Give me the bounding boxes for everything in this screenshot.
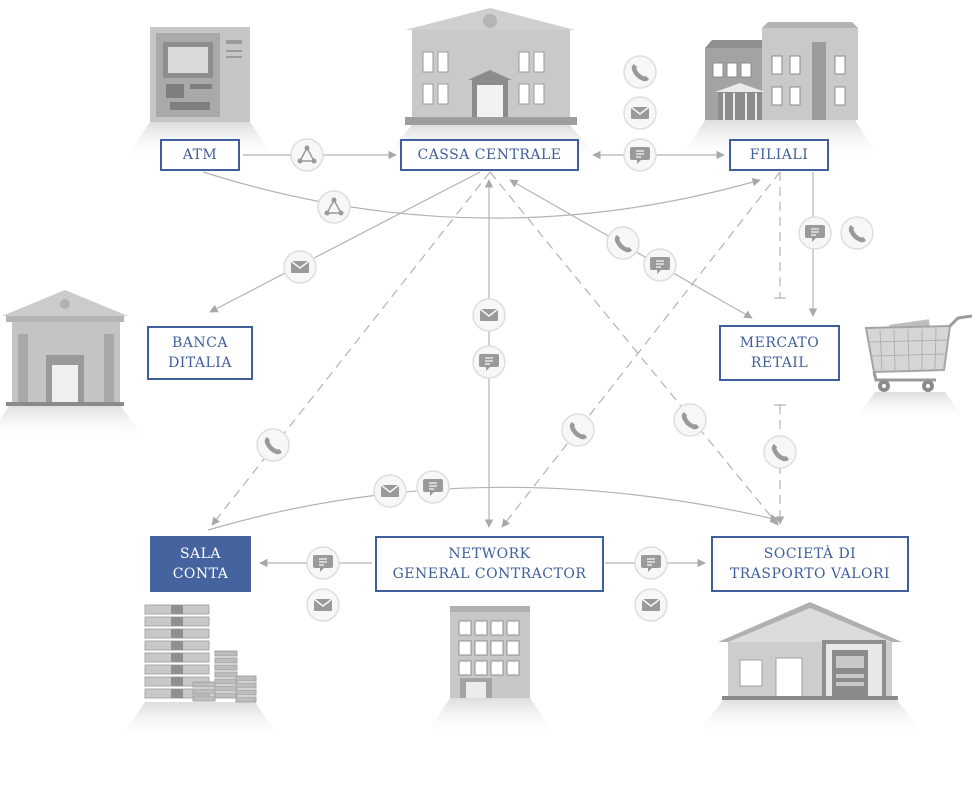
node-filiali: FILIALI <box>729 139 829 171</box>
phone-icon <box>256 428 290 462</box>
node-cassa-centrale: CASSA CENTRALE <box>400 139 579 171</box>
central-bank-illustration <box>382 8 600 160</box>
mail-icon <box>634 588 668 622</box>
node-banca-ditalia-line1: BANCA <box>172 335 228 351</box>
phone-icon <box>763 435 797 469</box>
phone-icon <box>561 413 595 447</box>
node-societa-line2: TRASPORTO VALORI <box>729 566 891 582</box>
chat-icon <box>643 248 677 282</box>
node-network-line1: NETWORK <box>448 546 531 562</box>
money-stacks-illustration <box>120 604 280 740</box>
node-banca-ditalia: BANCA DITALIA <box>147 326 253 380</box>
phone-icon <box>606 226 640 260</box>
node-societa-trasporto-valori: SOCIETÀ DI TRASPORTO VALORI <box>711 536 909 592</box>
node-atm: ATM <box>160 139 240 171</box>
node-network-general-contractor: NETWORK GENERAL CONTRACTOR <box>375 536 604 592</box>
phone-icon <box>623 55 657 89</box>
filiali-to-network-dashed <box>501 171 781 528</box>
dashed-connection-lines <box>211 171 785 528</box>
node-atm-label: ATM <box>182 147 218 163</box>
mail-icon <box>306 588 340 622</box>
chat-icon <box>634 546 668 580</box>
node-sala-conta-line1: SALA <box>179 546 222 562</box>
sala-to-societa-curve <box>207 486 779 531</box>
node-sala-conta-line2: CONTA <box>172 566 229 582</box>
node-cassa-centrale-label: CASSA CENTRALE <box>417 147 562 163</box>
mail-icon <box>472 298 506 332</box>
cassa-to-banca-line <box>209 171 481 313</box>
node-mercato-retail: MERCATO RETAIL <box>719 325 840 381</box>
chat-icon <box>306 546 340 580</box>
mail-icon <box>373 474 407 508</box>
chat-icon <box>472 345 506 379</box>
node-filiali-label: FILIALI <box>749 147 809 163</box>
chat-icon <box>623 138 657 172</box>
office-building-illustration <box>425 606 555 735</box>
shopping-cart-illustration <box>855 314 973 420</box>
node-mercato-retail-line1: MERCATO <box>739 335 820 351</box>
phone-icon <box>840 216 874 250</box>
node-mercato-retail-line2: RETAIL <box>750 355 809 371</box>
node-societa-line1: SOCIETÀ DI <box>763 546 857 562</box>
mail-icon <box>283 250 317 284</box>
chat-icon <box>798 216 832 250</box>
node-sala-conta: SALA CONTA <box>150 536 251 592</box>
network-icon <box>290 138 324 172</box>
node-network-line2: GENERAL CONTRACTOR <box>392 566 587 582</box>
mail-icon <box>623 96 657 130</box>
node-banca-ditalia-line2: DITALIA <box>168 355 232 371</box>
bank-of-italy-illustration <box>0 290 145 440</box>
cassa-to-societa-dashed <box>489 171 779 526</box>
phone-icon <box>673 403 707 437</box>
cassa-to-sala-dashed <box>211 171 491 526</box>
chat-icon <box>416 470 450 504</box>
warehouse-illustration <box>695 602 925 735</box>
atm-to-filiali-curve <box>202 171 761 219</box>
network-icon <box>317 190 351 224</box>
